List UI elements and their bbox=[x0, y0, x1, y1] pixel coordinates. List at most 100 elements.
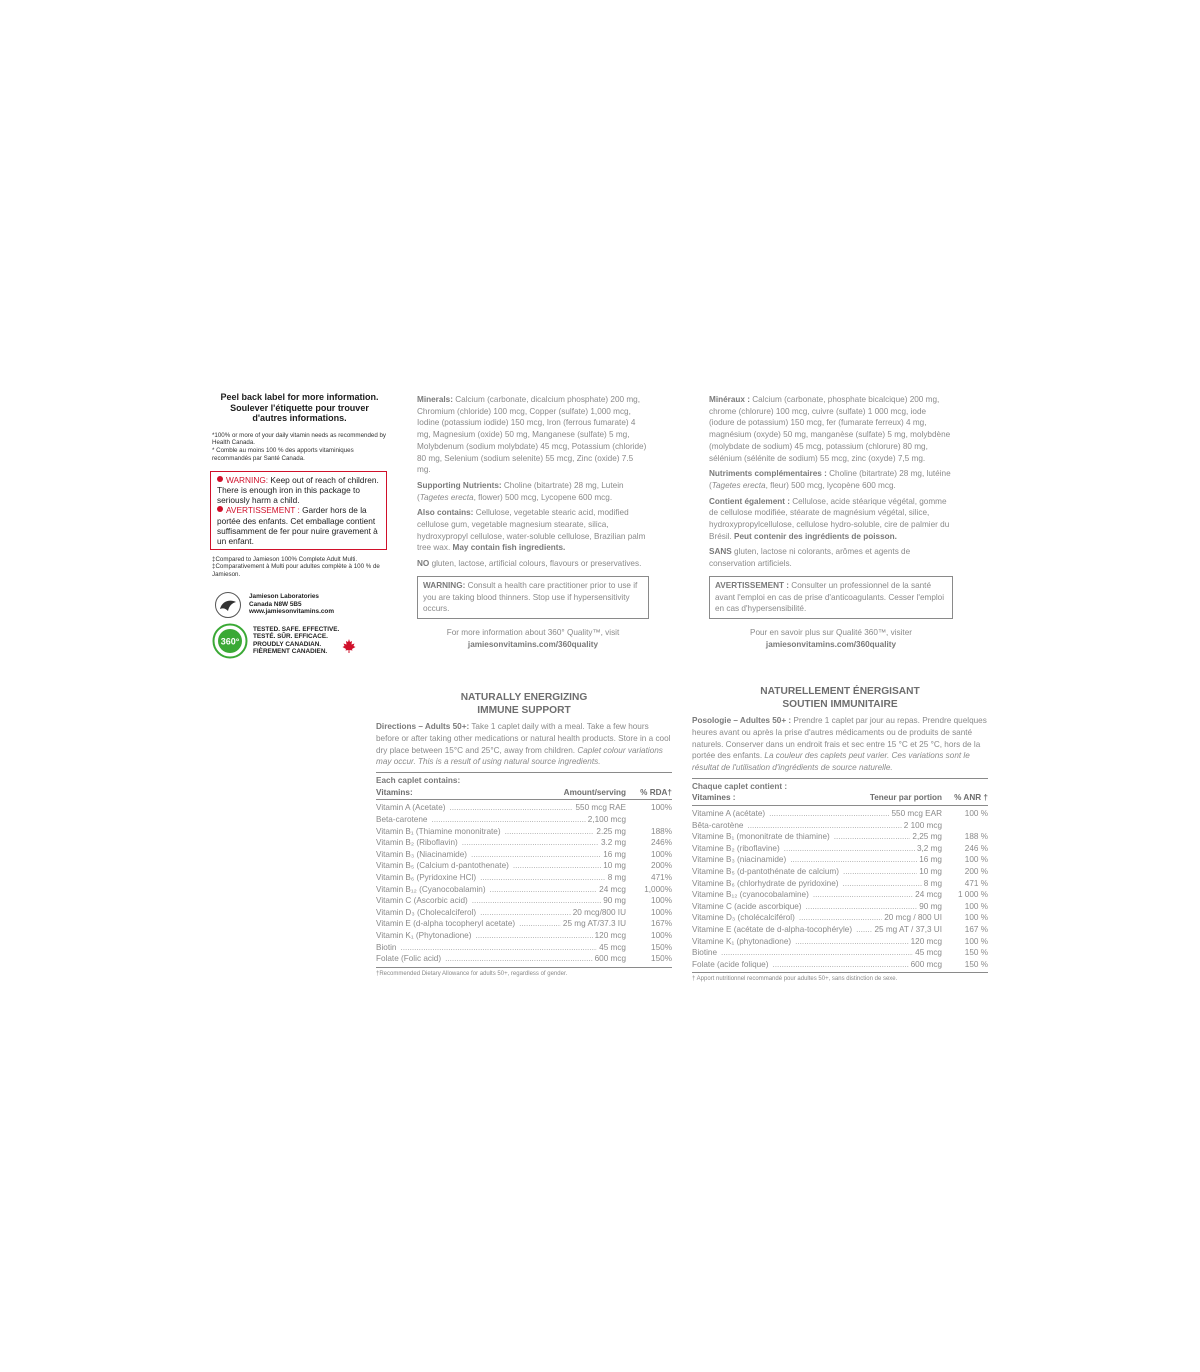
table-row: Vitamin B₅ (Calcium d-pantothenate)10 mg… bbox=[376, 860, 672, 872]
free-from-paragraph: NO gluten, lactose, artificial colours, … bbox=[417, 559, 642, 569]
vitamin-name: Vitamin B₃ (Niacinamide) bbox=[376, 849, 601, 861]
directions-fr: Posologie – Adultes 50+ : Prendre 1 capl… bbox=[692, 716, 987, 772]
vitamin-name: Vitamin B₅ (Calcium d-pantothenate) bbox=[376, 860, 601, 872]
quality-360-badge-icon: 360° bbox=[212, 623, 248, 659]
vitamin-percent: 100 % bbox=[964, 913, 988, 923]
free-from-paragraph-fr: SANS gluten, lactose ni colorants, arôme… bbox=[709, 547, 911, 569]
vitamin-amount: 45 mcg bbox=[597, 941, 626, 954]
vitamin-name: Vitamin B₆ (Pyridoxine HCl) bbox=[376, 872, 606, 884]
svg-text:360°: 360° bbox=[221, 636, 240, 646]
vitamin-amount: 2.25 mg bbox=[594, 825, 626, 838]
vitamin-amount: 16 mg bbox=[917, 854, 942, 867]
vitamin-percent: 167% bbox=[651, 919, 672, 929]
vitamin-name: Folate (acide folique) bbox=[692, 959, 909, 971]
vitamin-name: Vitamine D₃ (cholécalciférol) bbox=[692, 912, 882, 924]
vitamin-name: Bêta-carotène bbox=[692, 820, 902, 832]
supporting-nutrients-paragraph-fr: Nutriments complémentaires : Choline (bi… bbox=[709, 469, 951, 490]
company-info: Jamieson Laboratories Canada N8W 5B5 www… bbox=[212, 591, 387, 619]
section-title-fr: NATURELLEMENT ÉNERGISANT SOUTIEN IMMUNIT… bbox=[760, 686, 920, 710]
vitamin-percent: 200 % bbox=[964, 867, 988, 877]
vitamin-amount: 2,25 mg bbox=[910, 831, 942, 843]
left-info-column: Peel back label for more information. So… bbox=[210, 392, 387, 659]
table-row: Vitamine B₅ (d-pantothénate de calcium)1… bbox=[692, 866, 988, 878]
minerals-paragraph-fr: Minéraux : Calcium (carbonate, phosphate… bbox=[709, 395, 951, 463]
english-supplement-facts: NATURALLY ENERGIZING IMMUNE SUPPORT Dire… bbox=[376, 692, 672, 978]
vitamin-name: Vitamin K₁ (Phytonadione) bbox=[376, 930, 593, 942]
vitamin-amount: 550 mcg EAR bbox=[889, 808, 942, 820]
vitamin-amount: 120 mcg bbox=[592, 929, 626, 942]
vitamin-amount: 3.2 mg bbox=[598, 837, 626, 849]
vitamin-percent: 100% bbox=[651, 803, 672, 813]
vitamin-name: Vitamine K₁ (phytonadione) bbox=[692, 936, 909, 948]
vitamin-percent: 150 % bbox=[964, 959, 988, 969]
also-contains-paragraph-fr: Contient également : Cellulose, acide st… bbox=[709, 496, 950, 541]
minerals-paragraph: Minerals: Calcium (carbonate, dicalcium … bbox=[417, 395, 647, 475]
table-row: Beta-carotene2,100 mcg bbox=[376, 814, 672, 826]
table-header: Vitamins: Amount/serving % RDA† bbox=[376, 787, 672, 801]
warning-en: WARNING: Keep out of reach of children. … bbox=[217, 475, 379, 506]
vitamin-name: Vitamin D₃ (Cholecalciferol) bbox=[376, 907, 571, 919]
table-row: Vitamine B₁₂ (cyanocobalamine)24 mcg 1 00… bbox=[692, 889, 988, 901]
table-row: Vitamine B₁ (mononitrate de thiamine)2,2… bbox=[692, 831, 988, 843]
vitamin-amount: 600 mcg bbox=[592, 953, 626, 965]
vitamin-percent: 100% bbox=[651, 907, 672, 917]
vitamin-name: Vitamine B₁ (mononitrate de thiamine) bbox=[692, 831, 910, 843]
table-body: Vitamin A (Acetate)550 mcg RAE100%Beta-c… bbox=[376, 802, 672, 965]
table-row: Vitamin D₃ (Cholecalciferol)20 mcg/800 I… bbox=[376, 906, 672, 919]
vitamin-name: Vitamine B₁₂ (cyanocobalamine) bbox=[692, 889, 913, 901]
table-row: Vitamin B₁ (Thiamine mononitrate)2.25 mg… bbox=[376, 825, 672, 838]
quality-badge-row: 360° TESTED. SAFE. EFFECTIVE. TESTÉ. SÛR… bbox=[212, 623, 387, 659]
jamieson-seal-icon bbox=[215, 591, 241, 618]
table-row: Vitamine B₆ (chlorhydrate de pyridoxine)… bbox=[692, 877, 988, 890]
table-header-fr: Vitamines : Teneur par portion % ANR † bbox=[692, 792, 988, 807]
english-ingredients-column: Minerals: Calcium (carbonate, dicalcium … bbox=[417, 394, 649, 650]
maple-leaf-icon bbox=[342, 638, 356, 653]
vitamin-amount: 600 mcg bbox=[908, 958, 942, 971]
vitamin-name: Vitamine B₅ (d-pantothénate de calcium) bbox=[692, 866, 917, 878]
vitamin-amount: 2 100 mcg bbox=[901, 819, 942, 832]
vitamin-name: Biotin bbox=[376, 942, 597, 954]
table-row: Vitamin E (d-alpha tocopheryl acetate)25… bbox=[376, 918, 672, 930]
anr-footnote: † Apport nutritionnel recommandé pour ad… bbox=[692, 976, 898, 983]
vitamin-amount: 550 mcg RAE bbox=[573, 802, 626, 814]
vitamin-name: Beta-carotene bbox=[376, 814, 586, 826]
vitamin-percent: 150% bbox=[651, 942, 672, 952]
vitamin-amount: 8 mg bbox=[921, 877, 942, 890]
vitamin-name: Vitamine B₃ (niacinamide) bbox=[692, 854, 917, 866]
vitamin-percent bbox=[942, 820, 988, 832]
vitamin-name: Vitamin E (d-alpha tocopheryl acetate) bbox=[376, 918, 561, 930]
daily-needs-note-fr: * Comble au moins 100 % des apports vita… bbox=[212, 446, 354, 462]
table-row: Folate (acide folique)600 mcg 150 % bbox=[692, 958, 988, 971]
french-supplement-facts: NATURELLEMENT ÉNERGISANT SOUTIEN IMMUNIT… bbox=[692, 686, 988, 983]
each-caplet-label-fr: Chaque caplet contient : bbox=[692, 781, 788, 791]
peel-back-notice: Peel back label for more information. So… bbox=[220, 392, 379, 424]
section-title-en: NATURALLY ENERGIZING IMMUNE SUPPORT bbox=[460, 692, 588, 716]
vitamin-percent: 1,000% bbox=[644, 884, 672, 894]
vitamin-percent: 100% bbox=[651, 849, 672, 859]
vitamin-amount: 25 mg AT/37.3 IU bbox=[560, 918, 626, 930]
vitamin-percent: 100 % bbox=[964, 901, 988, 911]
directions-en: Directions – Adults 50+: Take 1 caplet d… bbox=[376, 722, 671, 767]
each-caplet-label: Each caplet contains: bbox=[376, 776, 461, 785]
vitamin-percent: 1 000 % bbox=[957, 890, 988, 900]
vitamin-percent: 167 % bbox=[964, 925, 988, 935]
also-contains-paragraph: Also contains: Cellulose, vegetable stea… bbox=[417, 508, 646, 553]
vitamin-amount: 10 mg bbox=[601, 860, 626, 872]
vitamin-percent: 200% bbox=[651, 861, 672, 871]
vitamin-name: Folate (Folic acid) bbox=[376, 953, 593, 965]
vitamin-percent bbox=[626, 814, 672, 826]
vitamin-name: Vitamin C (Ascorbic acid) bbox=[376, 895, 601, 907]
vitamin-amount: 24 mcg bbox=[913, 889, 942, 901]
vitamin-percent: 100 % bbox=[964, 936, 988, 946]
vitamin-amount: 16 mg bbox=[601, 848, 626, 861]
vitamin-amount: 25 mg AT / 37,3 UI bbox=[872, 924, 942, 936]
vitamin-amount: 20 mcg/800 IU bbox=[570, 906, 626, 919]
